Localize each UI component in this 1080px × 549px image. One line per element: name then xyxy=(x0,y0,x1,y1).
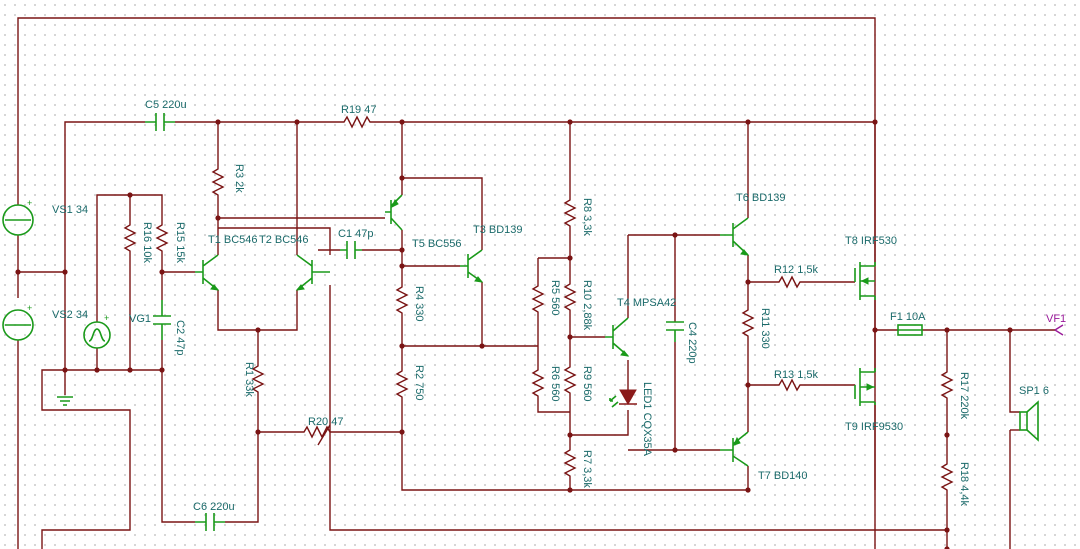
label-t4: T4 MPSA42 xyxy=(617,297,676,309)
label-t9: T9 IRF9530 xyxy=(845,421,903,433)
resistor-r6[interactable] xyxy=(531,365,545,400)
resistor-r9[interactable] xyxy=(563,360,577,400)
resistor-r18[interactable] xyxy=(940,460,954,495)
resistor-r11[interactable] xyxy=(741,300,755,345)
resistor-r8[interactable] xyxy=(563,195,577,230)
resistor-r3[interactable] xyxy=(211,165,225,200)
mosfet-t8[interactable] xyxy=(854,262,876,300)
resistors xyxy=(123,115,954,495)
label-r15: R15 15k xyxy=(174,222,186,263)
label-c2: C2 47p xyxy=(174,320,186,355)
transistor-t4[interactable] xyxy=(605,317,630,357)
label-r12: R12 1,5k xyxy=(774,264,819,276)
label-r17: R17 220k xyxy=(958,372,970,420)
resistor-r15[interactable] xyxy=(155,220,169,255)
resistor-r5[interactable] xyxy=(531,280,545,316)
resistor-r17[interactable] xyxy=(940,365,954,405)
label-c6: C6 220u xyxy=(193,501,235,513)
label-led1: LED1 CQX35A xyxy=(641,382,653,457)
label-r7: R7 3,3k xyxy=(581,450,593,488)
label-t7: T7 BD140 xyxy=(758,470,808,482)
led1[interactable] xyxy=(609,389,637,408)
svg-text:+: + xyxy=(27,198,32,208)
transistor-t5[interactable] xyxy=(385,194,403,231)
mosfet-t9[interactable] xyxy=(854,368,876,406)
capacitors xyxy=(145,113,684,531)
label-c5: C5 220u xyxy=(145,99,187,111)
voltage-source-vs2[interactable]: + xyxy=(2,303,34,341)
label-vs2: VS2 34 xyxy=(52,309,88,321)
label-sp1: SP1 6 xyxy=(1019,385,1049,397)
label-r8: R8 3,3k xyxy=(581,198,593,236)
label-r6: R6 560 xyxy=(549,366,561,401)
label-vf1: VF1 xyxy=(1046,313,1066,325)
capacitor-c5[interactable] xyxy=(145,113,175,131)
label-r10: R10 2,88k xyxy=(581,280,593,331)
label-t5: T5 BC556 xyxy=(412,238,462,250)
voltage-source-vs1[interactable]: + xyxy=(2,198,34,236)
label-t3: T3 BD139 xyxy=(473,224,523,236)
label-r2: R2 750 xyxy=(413,365,425,400)
resistor-r10[interactable] xyxy=(563,278,577,316)
signal-source-vg1[interactable]: + xyxy=(83,313,111,349)
wires xyxy=(17,17,1055,549)
transistor-t6[interactable] xyxy=(720,217,750,256)
ground-symbol xyxy=(57,396,73,406)
label-c1: C1 47p xyxy=(338,228,373,240)
component-labels: VS1 34 VS2 34 VG1 C5 220u R19 47 T1 BC54… xyxy=(52,99,1066,513)
label-r1: R1 33k xyxy=(243,362,255,397)
resistor-r2[interactable] xyxy=(395,365,409,400)
transistor-t1[interactable] xyxy=(195,254,220,291)
label-r13: R13 1,5k xyxy=(774,369,819,381)
transistor-t2[interactable] xyxy=(295,254,330,291)
label-r19: R19 47 xyxy=(341,104,376,116)
label-c4: C4 220p xyxy=(686,322,698,364)
label-t6: T6 BD139 xyxy=(736,192,786,204)
capacitor-c2[interactable] xyxy=(153,300,171,340)
resistor-r20[interactable] xyxy=(300,425,340,439)
svg-text:+: + xyxy=(27,303,32,313)
label-r3: R3 2k xyxy=(233,164,245,193)
capacitor-c4[interactable] xyxy=(666,321,684,342)
svg-text:+: + xyxy=(104,313,109,323)
label-r18: R18 4,4k xyxy=(958,462,970,507)
voltage-sources: + + + xyxy=(2,198,111,349)
resistor-r13[interactable] xyxy=(775,378,805,392)
label-t2: T2 BC546 xyxy=(259,234,309,246)
label-r11: R11 330 xyxy=(759,308,771,349)
transistor-t7[interactable] xyxy=(720,420,749,467)
junctions xyxy=(15,119,1013,549)
capacitor-c1[interactable] xyxy=(340,241,362,259)
resistor-r19[interactable] xyxy=(340,115,375,129)
label-vs1: VS1 34 xyxy=(52,204,88,216)
label-vg1: VG1 xyxy=(129,313,151,325)
fuse-f1[interactable] xyxy=(897,324,923,336)
speaker-sp1[interactable] xyxy=(1019,400,1039,442)
output-terminal-vf1[interactable] xyxy=(1054,324,1064,336)
resistor-r7[interactable] xyxy=(563,445,577,480)
resistor-r4[interactable] xyxy=(395,280,409,320)
label-t8: T8 IRF530 xyxy=(845,235,897,247)
transistors xyxy=(195,194,876,467)
label-r20: R20 47 xyxy=(308,416,343,428)
label-t1: T1 BC546 xyxy=(208,234,258,246)
transistor-t3[interactable] xyxy=(460,249,484,283)
resistor-r16[interactable] xyxy=(123,220,137,255)
label-r5: R5 560 xyxy=(549,280,561,315)
label-f1: F1 10A xyxy=(890,311,926,323)
label-r4: R4 330 xyxy=(413,286,425,321)
label-r16: R16 10k xyxy=(141,222,153,263)
resistor-r1[interactable] xyxy=(251,360,265,400)
label-r9: R9 560 xyxy=(581,366,593,401)
resistor-r12[interactable] xyxy=(775,275,805,289)
capacitor-c6[interactable] xyxy=(195,513,225,531)
